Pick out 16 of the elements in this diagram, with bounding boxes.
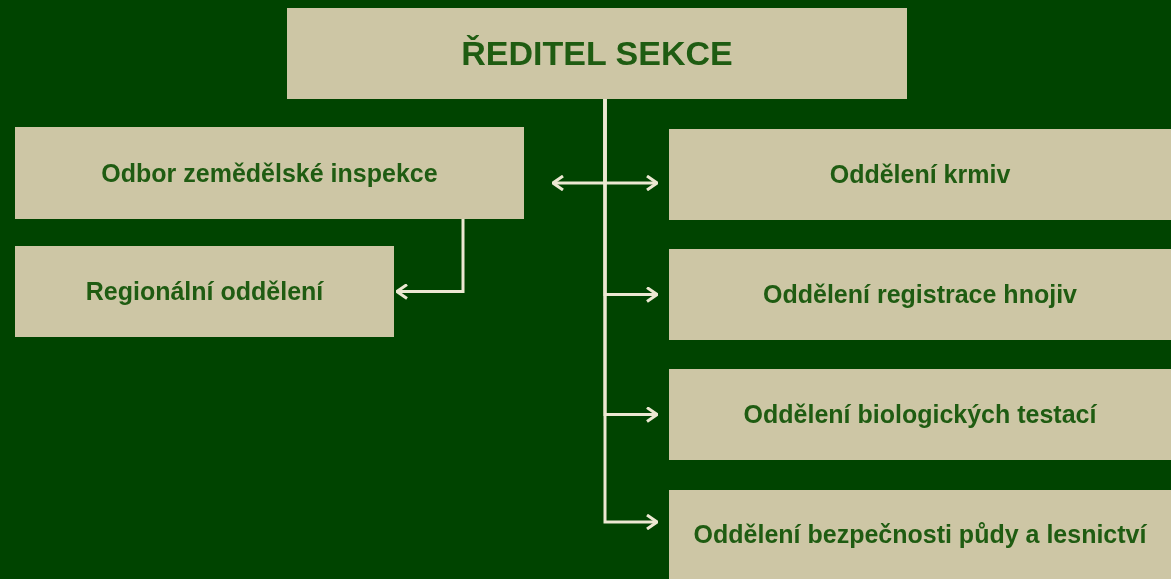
- org-box: [15, 127, 524, 219]
- box-label: Odbor zemědělské inspekce: [101, 157, 438, 189]
- box-label: Oddělení bezpečnosti půdy a lesnictví: [693, 519, 1147, 551]
- arrow: [395, 219, 465, 300]
- org-box: [669, 129, 1171, 220]
- box-label: Oddělení biologických testací: [743, 399, 1097, 431]
- box-label: ŘEDITEL SEKCE: [461, 33, 733, 75]
- org-box: [669, 249, 1171, 340]
- box-label: Regionální oddělení: [85, 276, 324, 308]
- org-box: [287, 8, 907, 99]
- arrow: [603, 99, 659, 531]
- box-label: Oddělení krmiv: [829, 159, 1011, 191]
- org-box: [669, 369, 1171, 460]
- box-label: Oddělení registrace hnojiv: [763, 279, 1077, 311]
- org-box: [669, 490, 1171, 579]
- org-box: [15, 246, 394, 337]
